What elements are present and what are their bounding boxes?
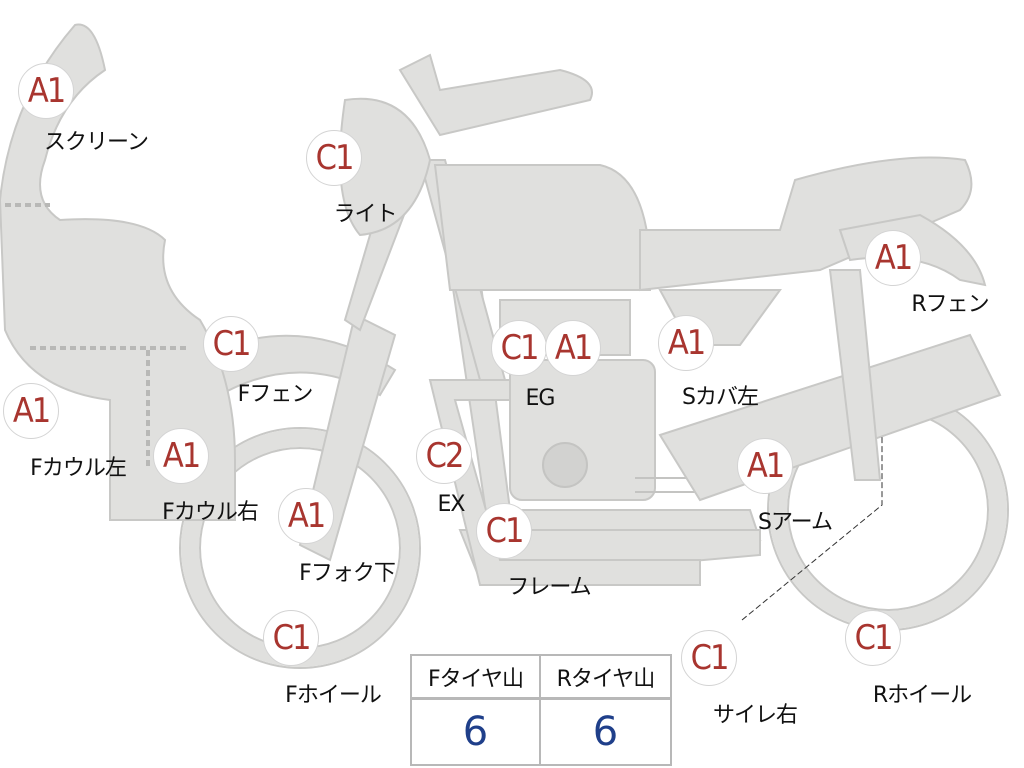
r-fender-grade-marker: A1 xyxy=(865,230,921,286)
front-tire-header: Fタイヤ山 xyxy=(412,656,541,700)
f-cowl-right-label: Fカウル右 xyxy=(162,500,259,525)
light-grade-marker: C1 xyxy=(306,130,362,186)
silencer-leader-line xyxy=(741,435,883,621)
frame-grade-marker: C1 xyxy=(476,503,532,559)
seat-shape xyxy=(639,156,973,292)
f-wheel-grade-marker: C1 xyxy=(263,610,319,666)
f-wheel-label: Fホイール xyxy=(285,683,382,708)
tire-tread-table: Fタイヤ山 Rタイヤ山 6 6 xyxy=(410,654,672,766)
handlebar-shape xyxy=(398,53,593,137)
tank-shape xyxy=(433,164,651,291)
engine-grade-marker: C1 xyxy=(491,320,547,376)
front-tire-value: 6 xyxy=(412,700,541,764)
rear-tire-value: 6 xyxy=(592,709,619,755)
r-wheel-grade-marker: C1 xyxy=(845,610,901,666)
f-cowl-right-grade-marker: A1 xyxy=(153,428,209,484)
f-cowl-left-grade-marker: A1 xyxy=(3,383,59,439)
rear-tire-header: Rタイヤ山 xyxy=(541,656,670,700)
cowl-shape xyxy=(0,23,236,521)
r-fender-label: Rフェン xyxy=(911,292,989,317)
side-cover-label: Sカバ左 xyxy=(682,385,759,410)
f-cowl-left-label: Fカウル左 xyxy=(30,456,127,481)
silencer-grade-marker: C1 xyxy=(681,630,737,686)
swing-arm-label: Sアーム xyxy=(758,510,833,535)
engine-grade-marker-2: A1 xyxy=(545,320,601,376)
f-fork-grade-marker: A1 xyxy=(278,488,334,544)
f-fork-label: Fフォク下 xyxy=(299,561,396,586)
screen-grade-marker: A1 xyxy=(18,63,74,119)
screen-label: スクリーン xyxy=(44,130,149,155)
r-wheel-label: Rホイール xyxy=(872,683,972,708)
frame-label: フレーム xyxy=(507,575,591,600)
f-fender-label: Fフェン xyxy=(237,382,314,407)
engine-label: EG xyxy=(525,386,556,411)
side-cover-grade-marker: A1 xyxy=(658,315,714,371)
exhaust-label: EX xyxy=(437,492,466,517)
exhaust-grade-marker: C2 xyxy=(416,428,472,484)
f-fender-grade-marker: C1 xyxy=(203,316,259,372)
silencer-label: サイレ右 xyxy=(712,703,798,728)
swing-arm-grade-marker: A1 xyxy=(737,438,793,494)
light-label: ライト xyxy=(333,202,397,227)
